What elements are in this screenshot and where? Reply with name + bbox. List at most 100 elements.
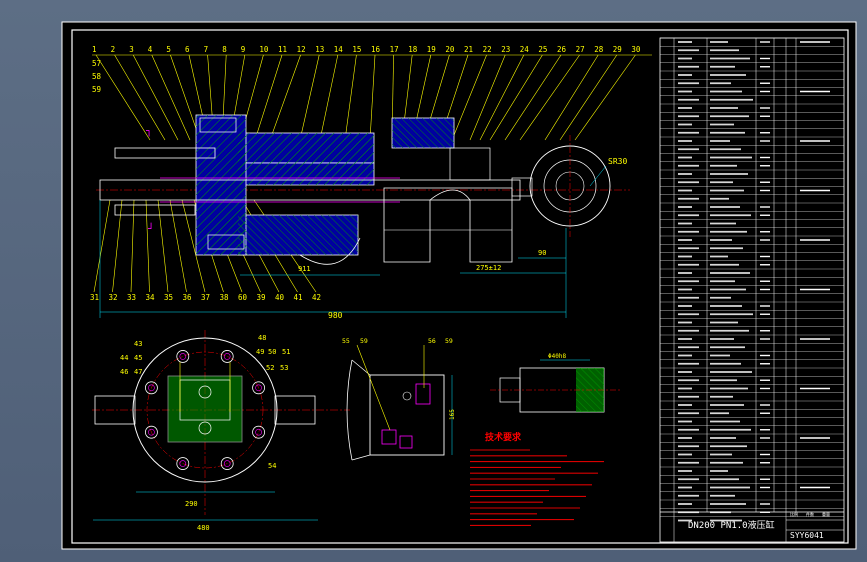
balloon-bottom-31: 31 [90, 293, 99, 302]
bolt-hole [176, 457, 190, 470]
balloon-bottom-37: 37 [201, 293, 210, 302]
side-balloon-55: 55 [342, 337, 350, 345]
balloon-end-47: 47 [134, 368, 142, 376]
technical-requirements: 技术要求 [470, 431, 604, 526]
side-balloon-59a: 59 [360, 337, 368, 345]
side-detail-view: 165 55 59 56 59 [342, 337, 456, 461]
balloon-top-2: 2 [111, 45, 116, 54]
balloon-top-28: 28 [594, 45, 604, 54]
svg-text:┐: ┐ [146, 126, 152, 137]
balloon-top-18: 18 [408, 45, 418, 54]
side-balloon-56: 56 [428, 337, 436, 345]
balloon-bottom-41: 41 [294, 293, 303, 302]
balloon-top-14: 14 [334, 45, 344, 54]
balloon-bottom-40: 40 [275, 293, 285, 302]
bolt-hole [220, 457, 234, 470]
bolt-hole [145, 425, 158, 439]
dimension-phi40: Φ40h8 [548, 353, 566, 360]
rod-end-detail: Φ40h8 [490, 353, 620, 413]
balloon-top-30: 30 [631, 45, 641, 54]
end-view-flange [132, 337, 278, 483]
balloon-top-4: 4 [148, 45, 153, 54]
balloon-bottom-60: 60 [238, 293, 248, 302]
dimension-480: 480 [197, 524, 210, 532]
balloon-top-17: 17 [390, 45, 399, 54]
balloon-bottom-39: 39 [257, 293, 266, 302]
balloon-left-57: 57 [92, 59, 101, 68]
balloon-bottom-38: 38 [220, 293, 230, 302]
balloon-top-25: 25 [538, 45, 547, 54]
balloon-end-44: 44 [120, 354, 128, 362]
main-section-view: 911 275±12 90 980 SR30 ┐ ┘ [92, 54, 652, 320]
dimension-90: 90 [538, 249, 546, 257]
balloon-top-13: 13 [315, 45, 324, 54]
side-view-block [369, 374, 445, 456]
title-block: DN200 PN1.0液压缸 SYY6041 比例 件数 重量 [688, 511, 844, 540]
balloon-top-6: 6 [185, 45, 190, 54]
balloon-top-1: 1 [92, 45, 97, 54]
dimension-165: 165 [449, 409, 456, 420]
balloon-top-22: 22 [483, 45, 492, 54]
balloon-top-3: 3 [129, 45, 134, 54]
balloon-top-20: 20 [445, 45, 455, 54]
bolt-hole [176, 350, 190, 363]
balloon-bottom-35: 35 [164, 293, 173, 302]
balloon-top-15: 15 [352, 45, 361, 54]
bolt-hole [220, 350, 234, 363]
balloon-end-51: 51 [282, 348, 290, 356]
end-view-left-trunnion [94, 395, 136, 425]
balloon-top-11: 11 [278, 45, 287, 54]
piston-rod [99, 179, 521, 201]
balloon-top-10: 10 [259, 45, 269, 54]
rod-eye-outer [529, 145, 611, 227]
balloon-top-27: 27 [576, 45, 585, 54]
svg-text:┘: ┘ [148, 222, 154, 235]
notes-title: 技术要求 [485, 431, 522, 443]
drawing-number: SYY6041 [790, 531, 824, 540]
drawing-border [71, 29, 849, 544]
balloon-end-53: 53 [280, 364, 288, 372]
dimension-275: 275±12 [476, 264, 501, 272]
title-label-weight: 重量 [822, 511, 830, 517]
balloon-top-9: 9 [241, 45, 246, 54]
dimension-980: 980 [328, 311, 343, 320]
balloon-top-23: 23 [501, 45, 510, 54]
bom-table [659, 37, 845, 543]
balloon-bottom-36: 36 [183, 293, 193, 302]
balloon-end-50: 50 [268, 348, 276, 356]
balloon-end-49: 49 [256, 348, 264, 356]
balloon-top-5: 5 [166, 45, 171, 54]
balloon-end-48: 48 [258, 334, 266, 342]
end-view-right-trunnion [274, 395, 316, 425]
balloon-top-24: 24 [520, 45, 530, 54]
balloon-top-21: 21 [464, 45, 473, 54]
balloon-end-45: 45 [134, 354, 142, 362]
dimension-sr30: SR30 [608, 157, 627, 166]
balloon-top-8: 8 [222, 45, 227, 54]
balloon-top-26: 26 [557, 45, 567, 54]
side-balloon-59b: 59 [445, 337, 453, 345]
balloon-end-43: 43 [134, 340, 142, 348]
balloon-bottom-32: 32 [109, 293, 118, 302]
title-label-scale: 比例 [790, 511, 798, 517]
balloon-end-54: 54 [268, 462, 276, 470]
balloon-top-7: 7 [204, 45, 209, 54]
title-label-qty: 件数 [806, 511, 814, 517]
bolt-hole [252, 425, 265, 439]
balloon-left-59: 59 [92, 85, 101, 94]
balloon-bottom-33: 33 [127, 293, 136, 302]
balloon-top-29: 29 [613, 45, 622, 54]
balloon-top-19: 19 [427, 45, 436, 54]
bolt-hole [252, 381, 265, 395]
trunnion-body [383, 187, 513, 263]
balloon-bottom-42: 42 [312, 293, 321, 302]
dimension-911: 911 [298, 265, 311, 273]
bolt-hole [145, 381, 158, 395]
balloon-top-16: 16 [371, 45, 381, 54]
